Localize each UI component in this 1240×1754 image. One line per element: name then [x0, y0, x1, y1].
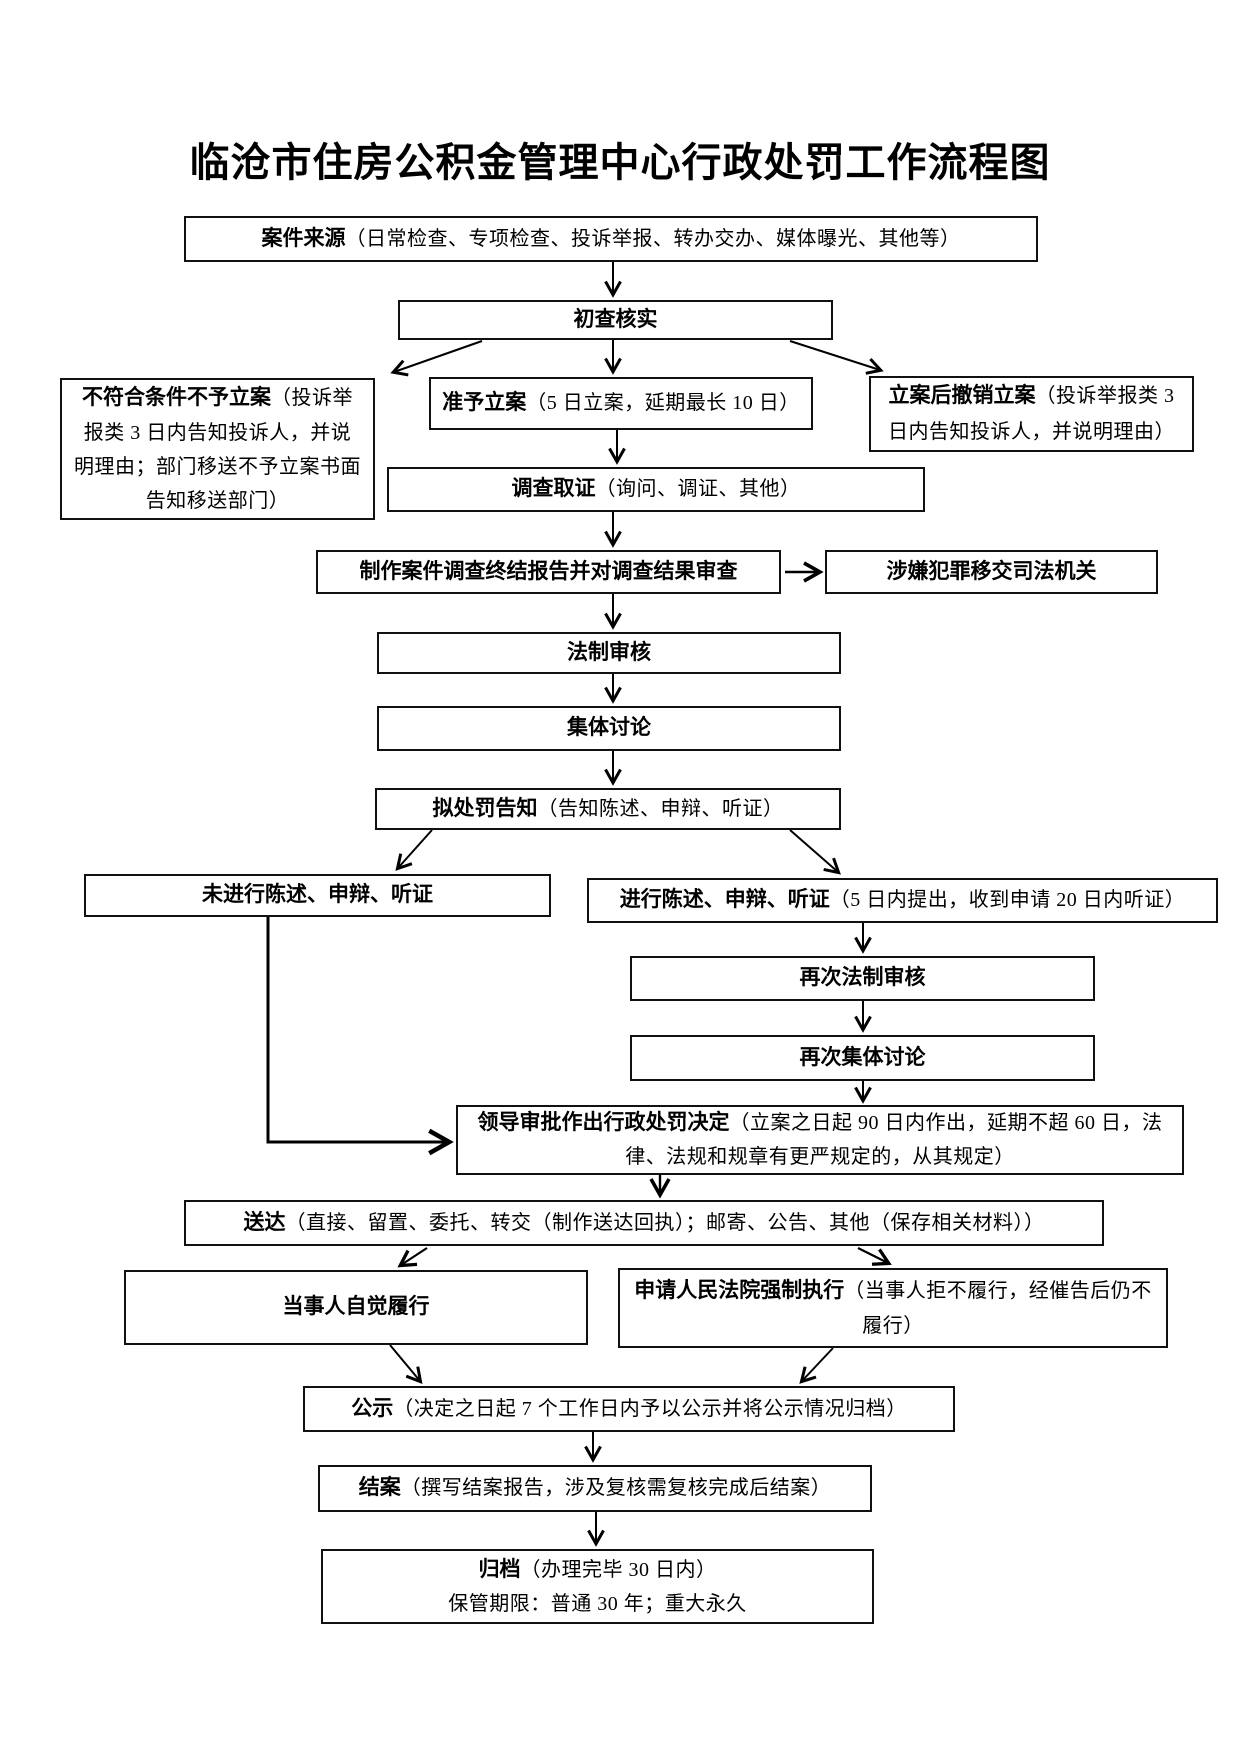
node-withdraw-case: 立案后撤销立案（投诉举报类 3 日内告知投诉人，并说明理由） — [869, 376, 1194, 452]
node-transfer-judicial: 涉嫌犯罪移交司法机关 — [825, 550, 1158, 594]
node-statement-hearing: 进行陈述、申辩、听证（5 日内提出，收到申请 20 日内听证） — [587, 878, 1218, 923]
node-label: 制作案件调查终结报告并对调查结果审查 — [359, 559, 738, 583]
node-detail: （当事人拒不履行，经催告后仍不履行） — [844, 1280, 1152, 1337]
node-archive: 归档（办理完毕 30 日内） 保管期限：普通 30 年；重大永久 — [321, 1549, 874, 1624]
arrow-notice-to-no-statement — [395, 829, 433, 871]
node-publicity: 公示（决定之日起 7 个工作日内予以公示并将公示情况归档） — [303, 1386, 955, 1432]
node-delivery: 送达（直接、留置、委托、转交（制作送达回执）；邮寄、公告、其他（保存相关材料）） — [184, 1200, 1104, 1246]
node-detail: （决定之日起 7 个工作日内予以公示并将公示情况归档） — [393, 1397, 907, 1420]
node-label: 再次集体讨论 — [799, 1045, 926, 1069]
node-case-closing: 结案（撰写结案报告，涉及复核需复核完成后结案） — [318, 1465, 872, 1512]
node-detail: （5 日立案，延期最长 10 日） — [526, 392, 800, 415]
node-label: 领导审批作出行政处罚决定 — [477, 1111, 730, 1135]
node-no-case-filing: 不符合条件不予立案（投诉举报类 3 日内告知投诉人，并说明理由；部门移送不予立案… — [60, 378, 375, 520]
node-label: 准予立案 — [442, 391, 527, 415]
arrow-notice-to-statement — [789, 829, 841, 875]
arrow-initial-to-no-case — [390, 340, 483, 377]
node-detail: （办理完毕 30 日内） — [520, 1558, 717, 1581]
node-no-statement: 未进行陈述、申辩、听证 — [84, 874, 551, 917]
arrow-delivery-to-enforcement — [857, 1247, 892, 1266]
node-detail: （5 日内提出，收到申请 20 日内听证） — [829, 889, 1186, 912]
node-group-discussion: 集体讨论 — [377, 706, 841, 751]
node-detail: （询问、调证、其他） — [595, 478, 801, 501]
node-detail: （直接、留置、委托、转交（制作送达回执）；邮寄、公告、其他（保存相关材料）） — [285, 1211, 1045, 1234]
arrow-enforcement-to-publicity — [799, 1347, 834, 1384]
node-label: 初查核实 — [573, 308, 658, 331]
node-approve-case: 准予立案（5 日立案，延期最长 10 日） — [429, 377, 813, 430]
node-detail: （日常检查、专项检查、投诉举报、转办交办、媒体曝光、其他等） — [345, 227, 961, 250]
node-label: 未进行陈述、申辩、听证 — [202, 883, 433, 907]
node-legal-review: 法制审核 — [377, 632, 841, 674]
node-detail: （投诉举报类 3 日内告知投诉人，并说明理由；部门移送不予立案书面告知移送部门） — [74, 387, 361, 512]
node-label: 不符合条件不予立案 — [82, 386, 271, 410]
node-court-enforcement: 申请人民法院强制执行（当事人拒不履行，经催告后仍不履行） — [618, 1268, 1168, 1348]
node-case-source: 案件来源（日常检查、专项检查、投诉举报、转办交办、媒体曝光、其他等） — [184, 216, 1038, 262]
node-label: 立案后撤销立案 — [888, 384, 1036, 408]
page-title: 临沧市住房公积金管理中心行政处罚工作流程图 — [189, 140, 1051, 185]
node-label: 归档 — [478, 1557, 521, 1581]
node-label: 申请人民法院强制执行 — [634, 1279, 845, 1303]
node-detail: （告知陈述、申辩、听证） — [537, 798, 784, 820]
node-label: 结案 — [358, 1476, 401, 1500]
node-detail: （立案之日起 90 日内作出，延期不超 60 日，法律、法规和规章有更严规定的，… — [625, 1112, 1163, 1168]
node-label: 调查取证 — [511, 477, 596, 501]
node-investigation-report: 制作案件调查终结报告并对调查结果审查 — [316, 550, 781, 594]
node-penalty-notice: 拟处罚告知（告知陈述、申辩、听证） — [375, 788, 841, 830]
node-label: 送达 — [243, 1210, 286, 1234]
node-label: 拟处罚告知 — [432, 797, 538, 820]
node-label: 案件来源 — [261, 226, 346, 250]
node-label: 再次法制审核 — [799, 966, 926, 990]
node-label: 涉嫌犯罪移交司法机关 — [886, 559, 1097, 583]
node-initial-check: 初查核实 — [398, 300, 833, 340]
node-second-group-discussion: 再次集体讨论 — [630, 1035, 1095, 1081]
node-label: 法制审核 — [567, 641, 651, 664]
node-detail: （投诉举报类 3 日内告知投诉人，并说明理由） — [888, 385, 1175, 443]
node-detail: （撰写结案报告，涉及复核需复核完成后结案） — [400, 1477, 832, 1500]
node-label: 进行陈述、申辩、听证 — [619, 888, 830, 912]
node-label: 集体讨论 — [567, 716, 651, 740]
node-detail-line2: 保管期限：普通 30 年；重大永久 — [448, 1593, 747, 1616]
node-voluntary-compliance: 当事人自觉履行 — [124, 1270, 588, 1345]
arrow-no-statement-to-decision — [266, 917, 454, 1156]
node-investigation-evidence: 调查取证（询问、调证、其他） — [387, 467, 925, 512]
arrow-voluntary-to-publicity — [389, 1344, 423, 1384]
arrow-initial-to-withdraw — [789, 340, 884, 375]
arrow-delivery-to-voluntary — [397, 1247, 428, 1268]
node-label: 当事人自觉履行 — [282, 1295, 430, 1319]
node-label: 公示 — [351, 1396, 394, 1420]
node-second-legal-review: 再次法制审核 — [630, 956, 1095, 1001]
node-leader-approval-decision: 领导审批作出行政处罚决定（立案之日起 90 日内作出，延期不超 60 日，法律、… — [456, 1105, 1184, 1175]
